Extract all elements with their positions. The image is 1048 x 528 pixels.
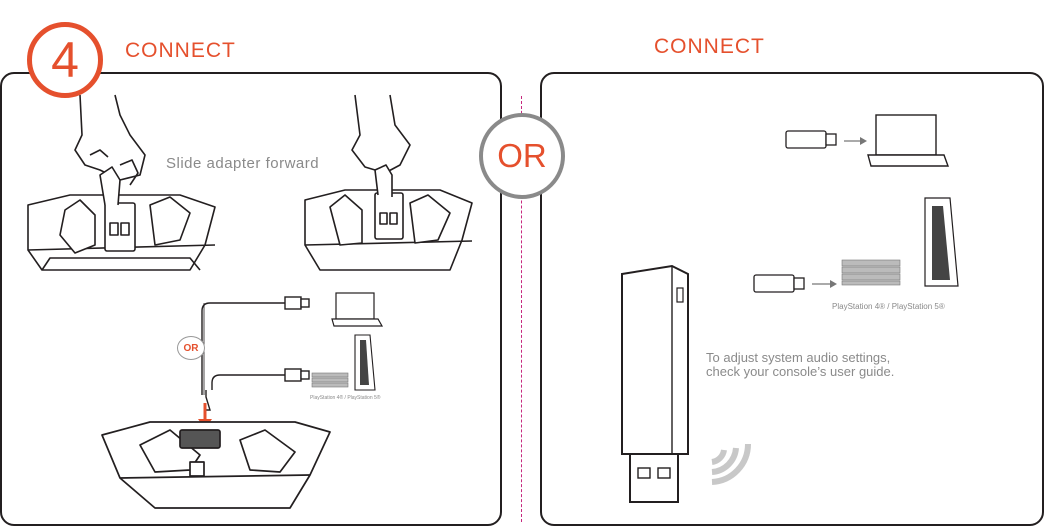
or-label: OR xyxy=(497,137,547,174)
arrow-icon xyxy=(812,280,837,288)
right-heading: CONNECT xyxy=(654,35,765,58)
audio-settings-note: To adjust system audio settings, check y… xyxy=(706,351,894,379)
usb-dongle-icon xyxy=(785,130,837,149)
console-icon xyxy=(841,197,959,287)
right-console-label: PlayStation 4® / PlayStation 5® xyxy=(832,302,945,311)
hand-icon xyxy=(351,94,411,174)
arrow-icon xyxy=(844,137,867,145)
or-circle: OR xyxy=(479,113,565,199)
console-icon xyxy=(311,334,376,391)
usb-dongle-large-illustration xyxy=(621,264,689,503)
laptop-icon xyxy=(331,292,384,327)
dock-with-hand-illustration-2 xyxy=(304,94,473,271)
step-number-badge: 4 xyxy=(27,22,103,98)
left-heading: CONNECT xyxy=(125,39,236,62)
dock-with-hand-illustration-1 xyxy=(27,94,216,271)
usb-cable-icon xyxy=(201,302,285,395)
usb-dongle-icon xyxy=(753,274,805,293)
note-line-1: To adjust system audio settings, xyxy=(706,350,891,365)
slide-adapter-instruction: Slide adapter forward xyxy=(166,155,320,172)
cable-or-label: OR xyxy=(183,342,199,354)
step-number: 4 xyxy=(51,32,79,88)
laptop-icon xyxy=(867,114,949,167)
cable-or-badge: OR xyxy=(177,336,205,360)
left-console-label: PlayStation 4® / PlayStation 5® xyxy=(310,395,381,401)
bottom-charging-dock xyxy=(101,421,331,509)
note-line-2: check your console’s user guide. xyxy=(706,364,895,379)
wireless-signal-icon xyxy=(711,443,752,485)
dashed-divider xyxy=(521,96,522,522)
